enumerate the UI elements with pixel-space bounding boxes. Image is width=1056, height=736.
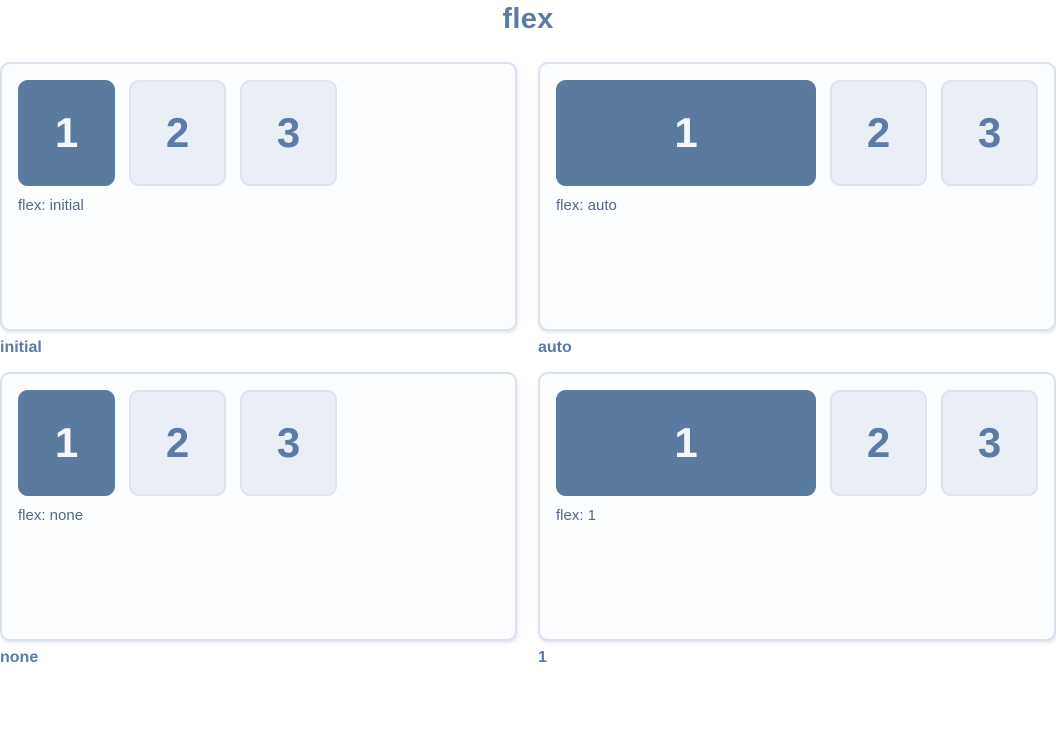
flex-value-label: flex: 1 [556,507,597,524]
flex-container: 1 2 3 [18,80,499,186]
demo-cell-initial: 1 2 3 flex: initial initial [0,62,517,357]
flex-container: 1 2 3 [18,390,499,496]
demo-cell-1: 1 2 3 flex: 1 1 [538,372,1056,667]
flex-value-label: flex: initial [18,197,84,214]
panel-caption: initial [0,339,42,356]
demo-panel-none: 1 2 3 flex: none [0,372,517,641]
panel-caption: 1 [538,649,547,666]
flex-item-2: 2 [830,80,927,186]
demo-panel-auto: 1 2 3 flex: auto [538,62,1056,331]
flex-item-1: 1 [18,80,115,186]
flex-item-1: 1 [556,80,816,186]
panel-caption: auto [538,339,572,356]
demo-grid: 1 2 3 flex: initial initial 1 2 3 flex: … [0,62,1056,667]
flex-container: 1 2 3 [556,80,1038,186]
flex-item-2: 2 [129,390,226,496]
flex-item-2: 2 [129,80,226,186]
flex-item-1: 1 [18,390,115,496]
demo-cell-none: 1 2 3 flex: none none [0,372,517,667]
flex-item-2: 2 [830,390,927,496]
flex-item-3: 3 [240,390,337,496]
demo-cell-auto: 1 2 3 flex: auto auto [538,62,1056,357]
demo-panel-1: 1 2 3 flex: 1 [538,372,1056,641]
panel-caption: none [0,649,39,666]
flex-item-1: 1 [556,390,816,496]
page-title: flex [502,3,554,35]
flex-item-3: 3 [941,390,1038,496]
demo-panel-initial: 1 2 3 flex: initial [0,62,517,331]
flex-value-label: flex: none [18,507,84,524]
flex-value-label: flex: auto [556,197,617,214]
flex-item-3: 3 [941,80,1038,186]
flex-container: 1 2 3 [556,390,1038,496]
flex-item-3: 3 [240,80,337,186]
